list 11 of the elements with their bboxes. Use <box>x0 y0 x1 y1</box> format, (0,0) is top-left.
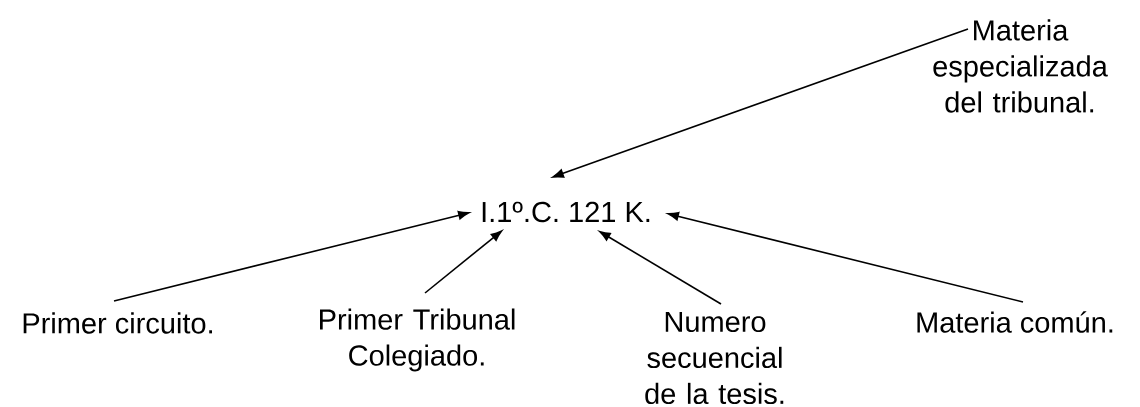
label-text: Materia especializada del tribunal. <box>933 19 1108 113</box>
arrow <box>113 210 470 302</box>
arrow <box>552 28 969 178</box>
label-text: Primer circuito. <box>23 312 212 334</box>
arrow <box>424 230 503 294</box>
label-text: Primer Tribunal Colegiado. <box>320 308 515 372</box>
arrow <box>667 211 1024 303</box>
label-text: Materia común. <box>917 311 1113 333</box>
label-text: Numero secuencial de la tesis. <box>645 311 784 405</box>
code-text: I.1º.C. 121 K. <box>482 201 650 223</box>
arrow <box>599 230 722 305</box>
